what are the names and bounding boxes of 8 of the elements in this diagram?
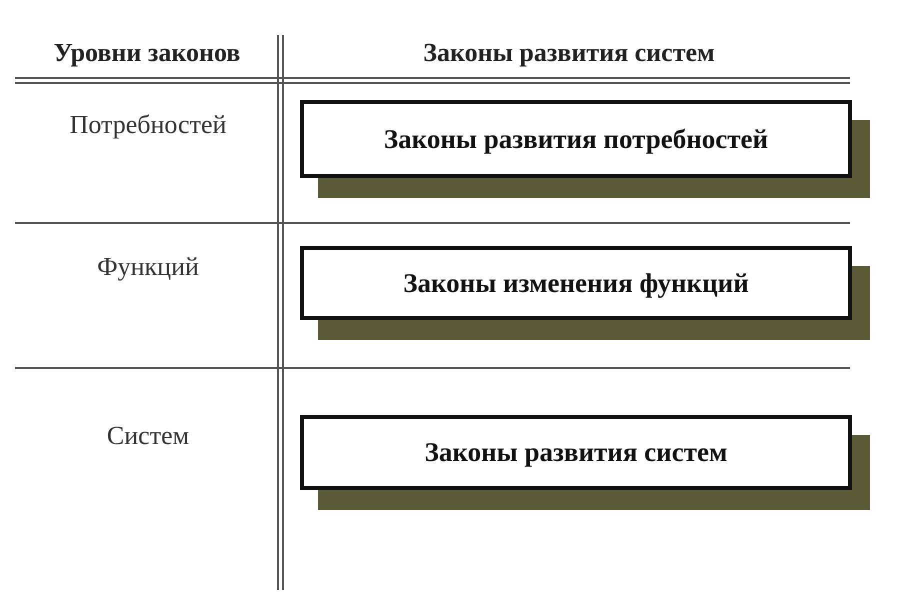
row-label: Систем bbox=[106, 421, 190, 451]
column-header: Уровни законов bbox=[52, 38, 242, 68]
law-box: Законы развития систем bbox=[300, 415, 852, 490]
row-label: Функций bbox=[96, 252, 200, 282]
column-header: Законы развития систем bbox=[422, 38, 716, 68]
law-box: Законы развития потребностей bbox=[300, 100, 852, 178]
row-label: Потребностей bbox=[68, 110, 228, 140]
law-box: Законы изменения функций bbox=[300, 246, 852, 320]
